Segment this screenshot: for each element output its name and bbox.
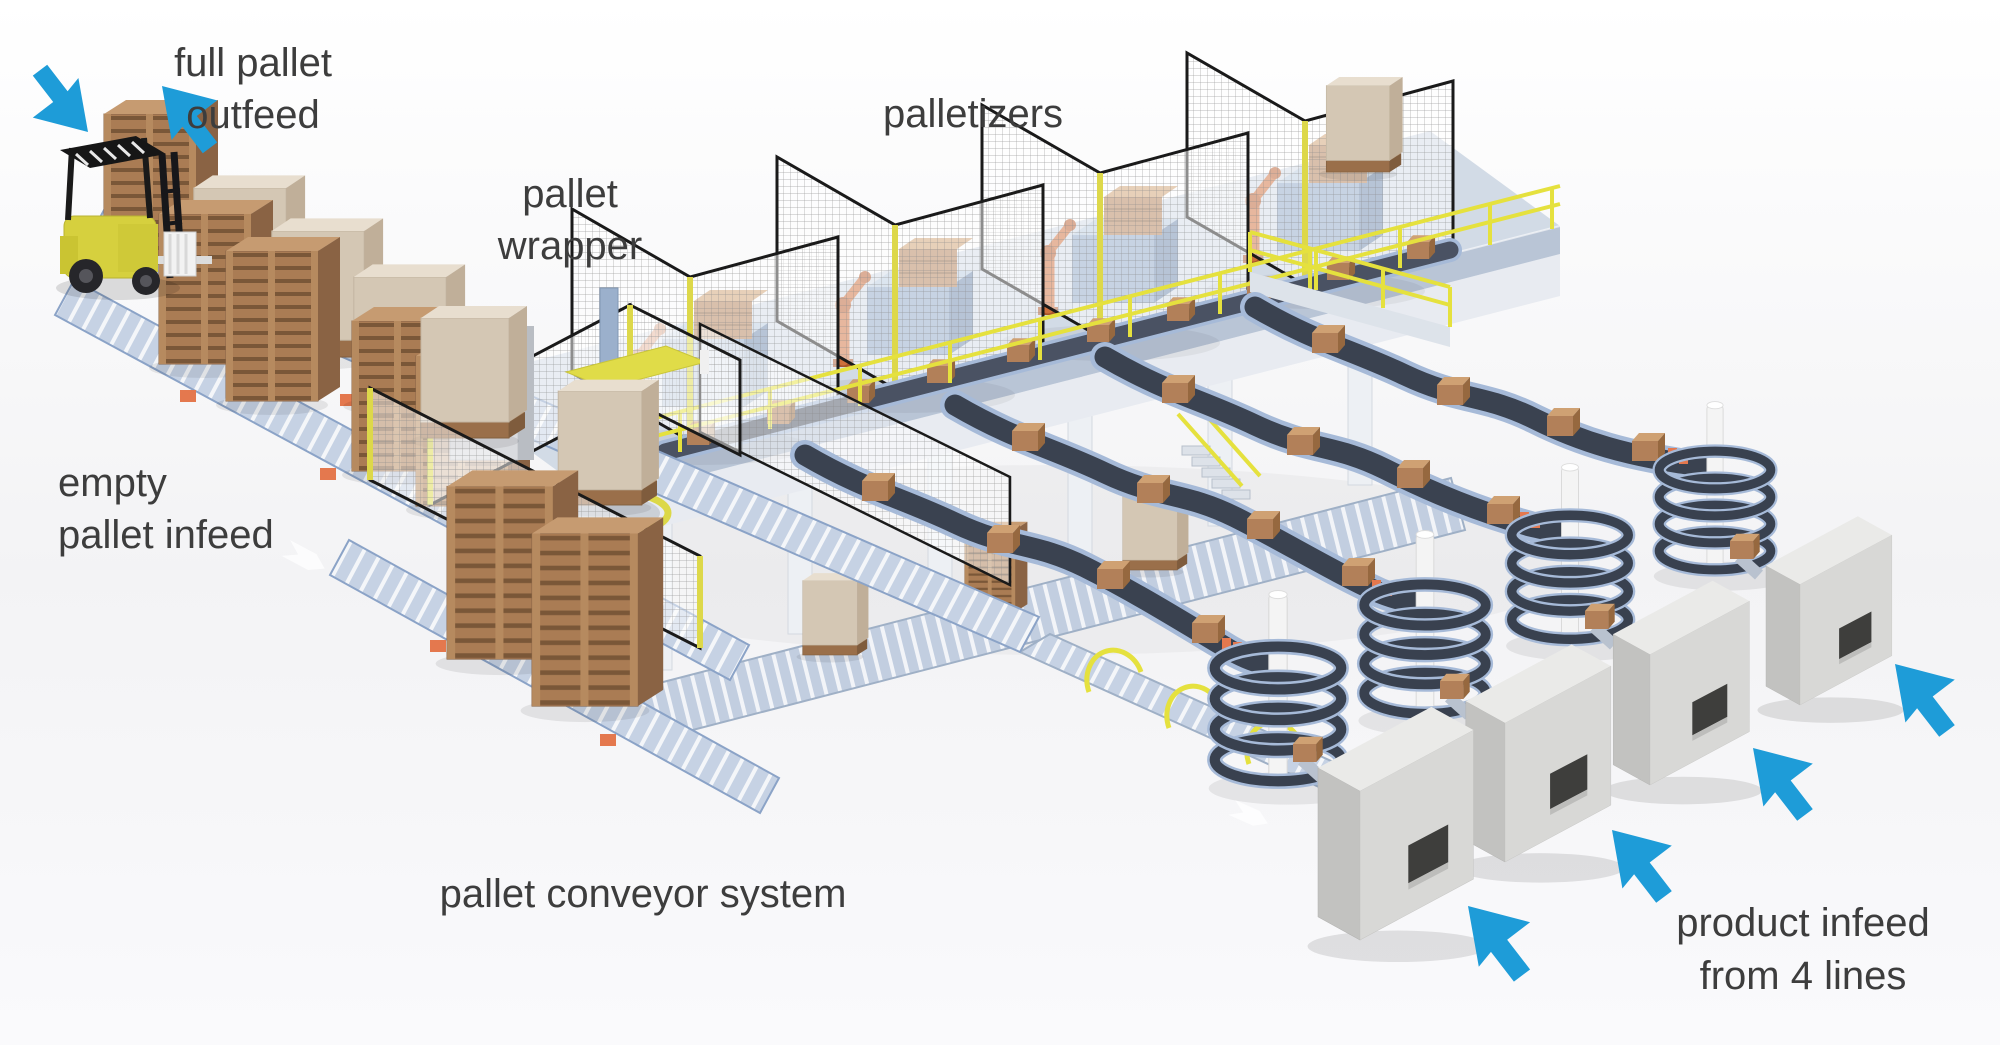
spiral-discharge-4 xyxy=(1734,552,1764,580)
label-full-pallet-outfeed-line1: full pallet xyxy=(174,41,332,85)
carton-box xyxy=(1440,673,1470,699)
carton-box xyxy=(1293,736,1323,762)
empty-pallet-stack xyxy=(215,236,341,416)
pallet-load xyxy=(1318,76,1404,181)
flow-arrow-icon xyxy=(281,540,325,570)
flow-arrow-icon xyxy=(1228,800,1268,826)
label-product-infeed-line1: product infeed xyxy=(1676,901,1930,945)
stairs xyxy=(1176,402,1262,500)
labels: full pallet outfeed pallet wrapper palle… xyxy=(58,41,1930,998)
forklift xyxy=(56,136,212,300)
label-empty-pallet-infeed-line1: empty xyxy=(58,461,167,505)
pallet-load xyxy=(796,572,869,663)
label-palletizers: palletizers xyxy=(883,92,1063,136)
empty-pallet-stack xyxy=(520,516,664,723)
label-full-pallet-outfeed-line2: outfeed xyxy=(186,93,319,137)
label-pallet-conveyor-system: pallet conveyor system xyxy=(440,872,847,916)
film-roll xyxy=(700,350,709,374)
label-empty-pallet-infeed-line2: pallet infeed xyxy=(58,513,274,557)
right-walkway xyxy=(1248,230,1452,347)
carton-box xyxy=(1585,603,1615,629)
spiral-discharge-3 xyxy=(1589,622,1619,650)
label-pallet-wrapper-line2: wrapper xyxy=(497,224,643,268)
carton-box xyxy=(1730,533,1760,559)
label-product-infeed-line2: from 4 lines xyxy=(1700,954,1907,998)
label-pallet-wrapper-line1: pallet xyxy=(522,172,618,216)
